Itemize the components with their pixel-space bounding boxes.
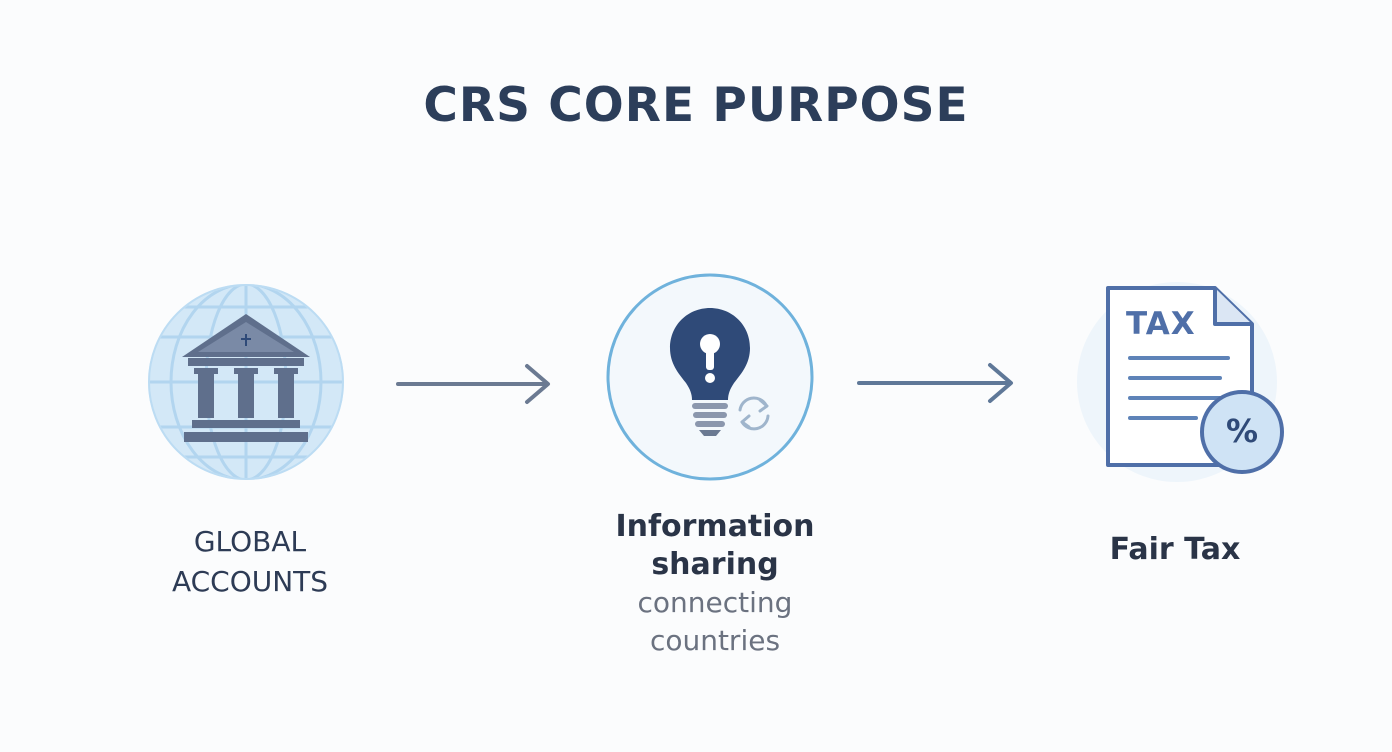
arrow-right-icon [856,361,1018,405]
tax-document-text: TAX [1126,306,1196,342]
information-sharing-label: Information sharing connecting countries [575,508,855,660]
bank-globe-icon [146,282,346,482]
label-line: Information [615,509,815,544]
fair-tax-label: Fair Tax [1109,532,1241,567]
label-subline: connecting [637,586,793,619]
diagram-title: CRS CORE PURPOSE [423,78,969,133]
label-subline: countries [649,624,781,657]
label-line: GLOBAL [193,525,307,558]
lightbulb-icon [604,272,816,482]
arrow-right-icon [395,362,555,406]
global-accounts-label: GLOBAL ACCOUNTS [120,522,380,602]
label-line: sharing [651,547,779,582]
tax-document-icon: TAX % [1070,282,1292,482]
label-line: ACCOUNTS [171,565,329,598]
percent-badge-text: % [1225,412,1259,450]
